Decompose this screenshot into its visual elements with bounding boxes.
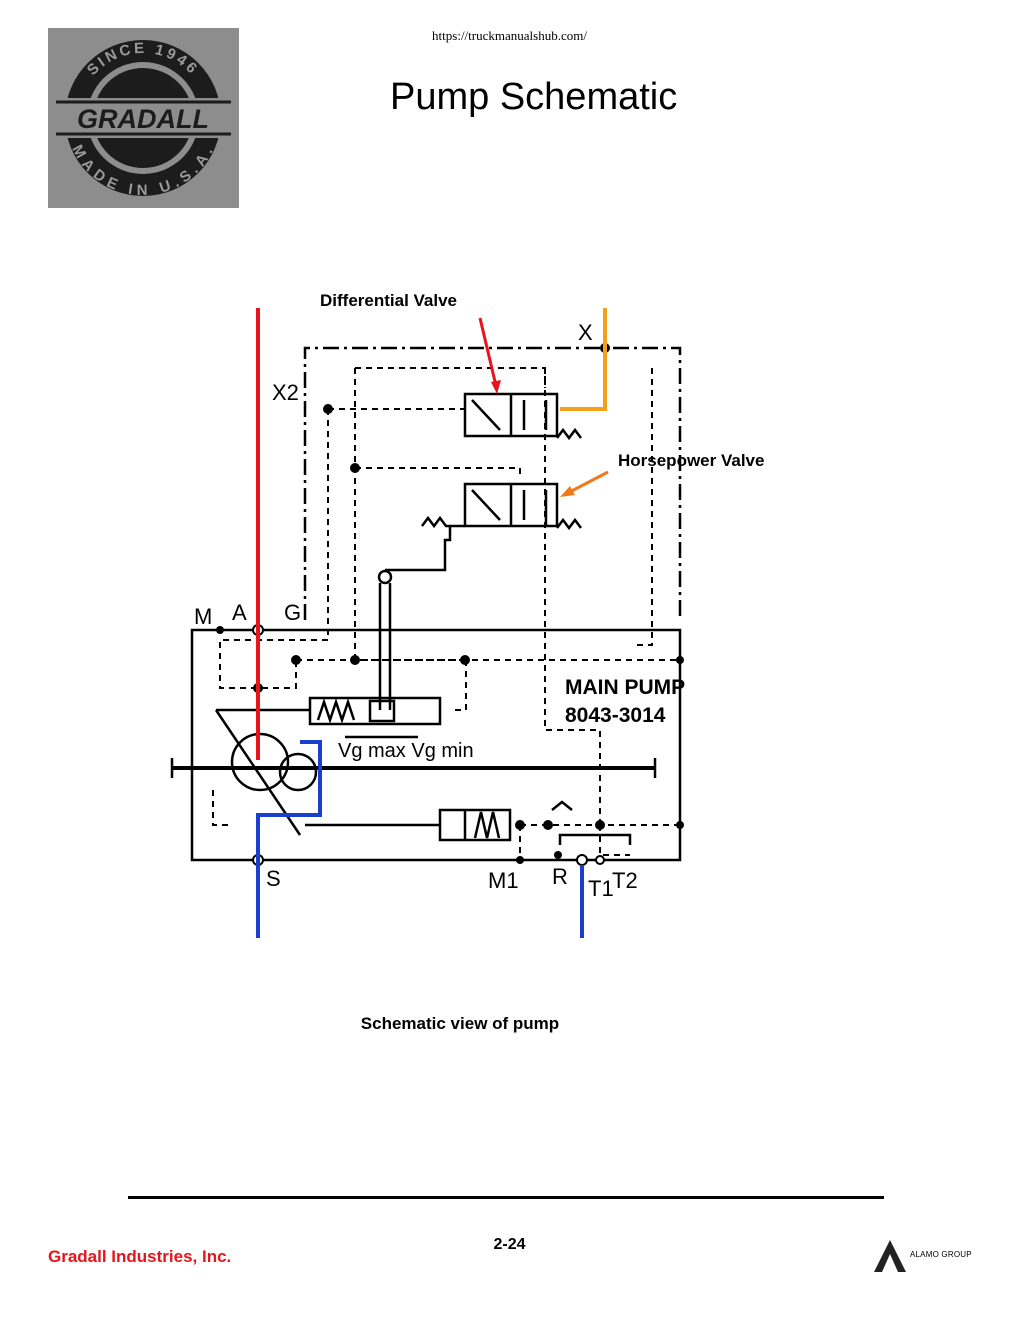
port-m1-label: M1 — [488, 868, 519, 893]
main-pump-label-line1: MAIN PUMP — [565, 676, 685, 699]
port-g-label: G — [284, 600, 301, 625]
alamo-group-logo: ALAMO GROUP — [872, 1238, 984, 1274]
main-pump-label-line2: 8043-3014 — [565, 704, 666, 727]
page-title: Pump Schematic — [390, 76, 678, 118]
port-t1-label: T1 — [588, 876, 614, 901]
page-number: 2-24 — [493, 1236, 526, 1253]
pump-schematic-diagram: Differential Valve Horsepower Valve X X2… — [160, 290, 820, 950]
horsepower-valve-label: Horsepower Valve — [618, 451, 764, 470]
diagram-caption: Schematic view of pump — [360, 1014, 560, 1033]
port-m-label: M — [194, 604, 212, 629]
differential-valve-symbol — [463, 392, 582, 441]
port-x2-label: X2 — [272, 380, 299, 405]
vg-max-min-label: Vg max Vg min — [338, 740, 474, 762]
horsepower-valve-arrowhead — [560, 486, 575, 497]
differential-valve-arrowhead — [491, 380, 501, 394]
port-x-label: X — [578, 320, 593, 345]
port-s-label: S — [266, 866, 281, 891]
control-housing-outline — [303, 346, 682, 620]
port-a-label: A — [232, 600, 247, 625]
alamo-group-text: ALAMO GROUP — [910, 1250, 972, 1259]
differential-valve-arrow — [478, 317, 499, 391]
suction-line-blue — [256, 740, 322, 938]
pilot-line-orange — [560, 308, 607, 411]
source-url: https://truckmanualshub.com/ — [432, 28, 587, 43]
horsepower-valve-symbol — [421, 482, 582, 531]
main-pump-housing — [190, 628, 682, 862]
company-name: Gradall Industries, Inc. — [48, 1247, 232, 1266]
port-t2-label: T2 — [612, 868, 638, 893]
port-r-label: R — [552, 864, 568, 889]
logo-brand-text: GRADALL — [77, 104, 209, 134]
gradall-logo: SINCE 1946 MADE IN U.S.A. GRADALL — [48, 28, 239, 208]
footer-divider — [128, 1196, 884, 1199]
differential-valve-label: Differential Valve — [320, 291, 457, 310]
